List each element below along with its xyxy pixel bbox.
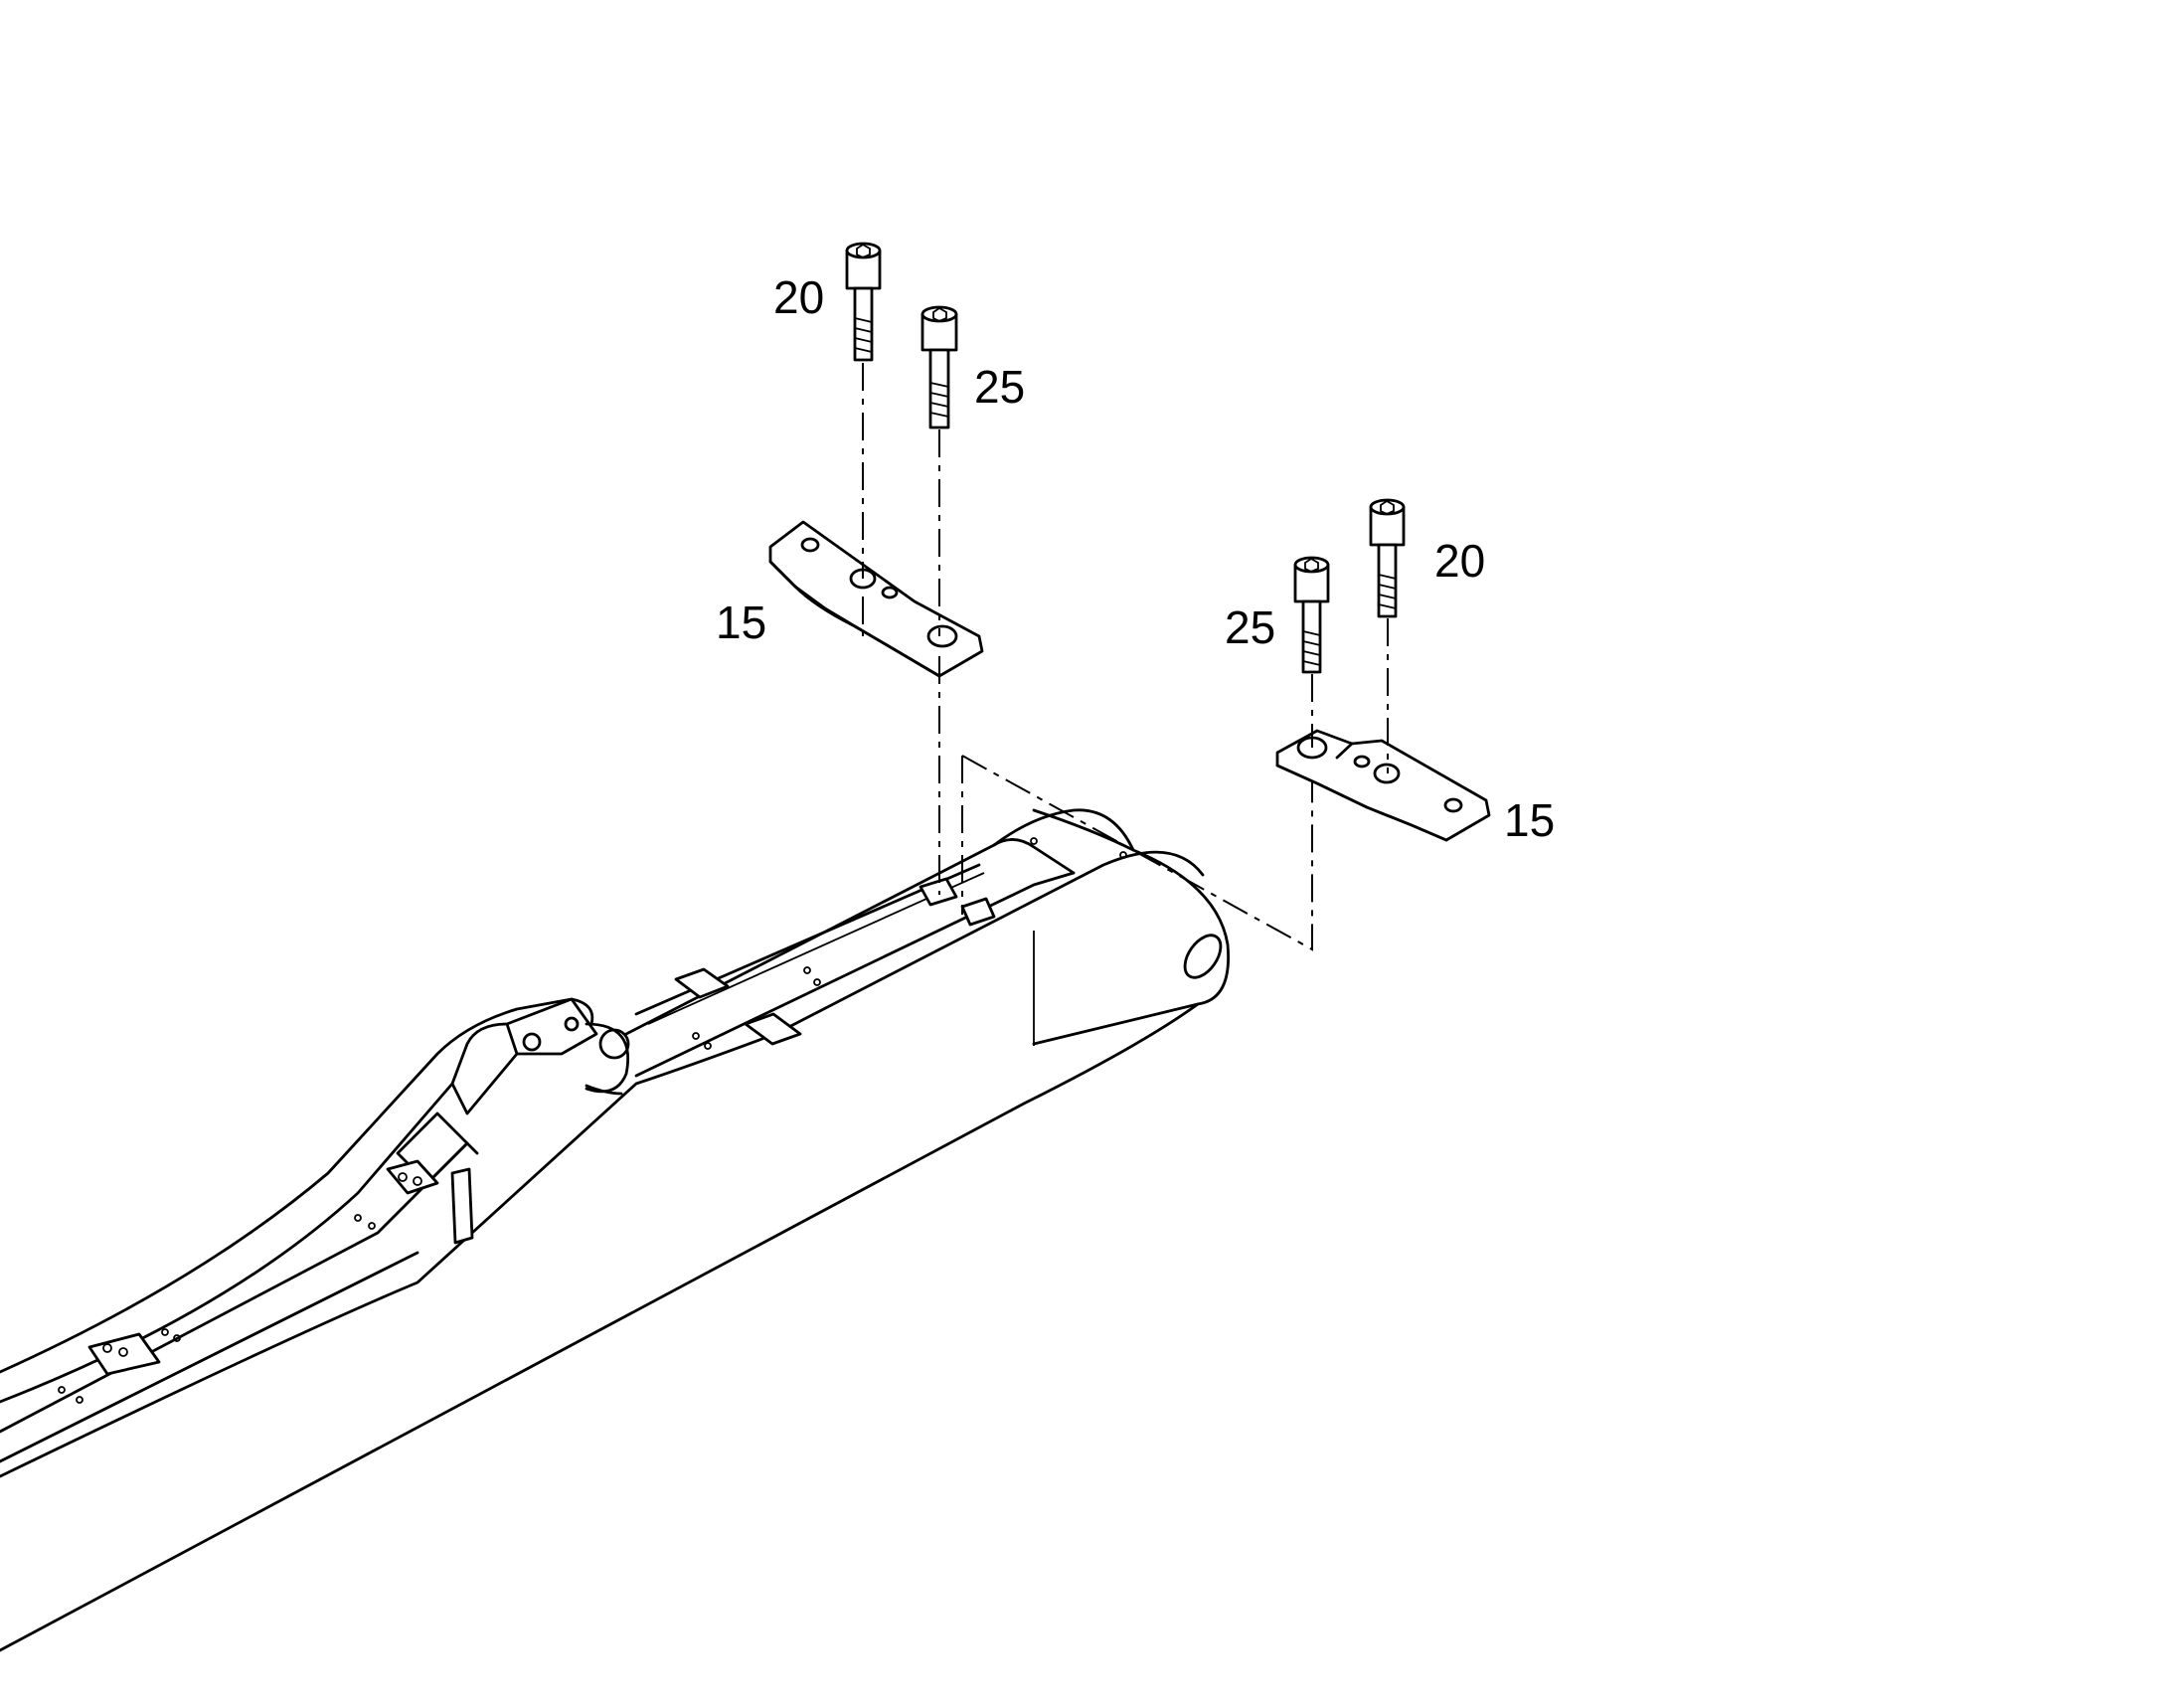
callout-right-bolt-25: 25	[1225, 601, 1276, 653]
callout-right-plate-15: 15	[1504, 794, 1556, 846]
left-plate-15	[768, 520, 984, 678]
callout-left-bolt-20: 20	[773, 271, 825, 323]
boom-arm	[0, 808, 1230, 1652]
right-bolt-20	[1369, 498, 1406, 618]
right-bolt-25	[1293, 556, 1330, 674]
left-bolt-20	[845, 242, 882, 362]
right-axis-link	[961, 755, 1313, 951]
callout-left-plate-15: 15	[716, 597, 767, 648]
callout-left-bolt-25: 25	[974, 361, 1026, 413]
left-bolt-25	[920, 305, 958, 429]
right-plate-15	[1275, 729, 1491, 842]
callout-right-bolt-20: 20	[1434, 535, 1486, 587]
